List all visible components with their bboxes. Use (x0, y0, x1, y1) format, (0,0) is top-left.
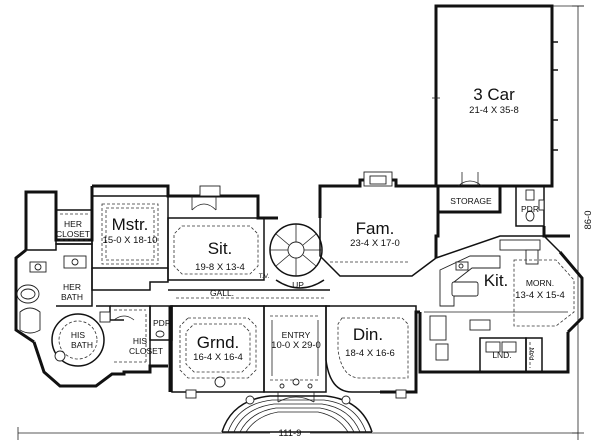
master-bedroom-label: Mstr. (112, 215, 149, 234)
his-closet-label-line2: CLOSET (129, 346, 163, 356)
laundry-pantry (435, 337, 543, 373)
gallery-label: GALL. (210, 288, 234, 298)
family-room (319, 171, 437, 277)
storage-label: STORAGE (450, 196, 492, 206)
her-bath-label-line1: HER (63, 282, 81, 292)
grand-room-dimension: 16-4 X 16-4 (193, 352, 243, 363)
his-bath (51, 305, 124, 367)
entry-steps (185, 389, 407, 433)
master-bedroom-dimension: 15-0 X 18-10 (103, 235, 158, 246)
dining-room (325, 305, 417, 393)
her-bath-label-line2: BATH (61, 292, 83, 302)
kitchen-label: Kit. (484, 271, 509, 290)
garage-label: 3 Car (473, 85, 515, 104)
garage-dimension: 21-4 X 35-8 (469, 105, 519, 116)
dimension-lines (17, 5, 598, 440)
her-bath (16, 243, 93, 334)
pantry-label: PAN (529, 347, 536, 360)
morning-room-dimension: 13-4 X 15-4 (515, 290, 565, 301)
overall-depth-dimension: 86-0 (583, 210, 594, 229)
entry-label: ENTRY (282, 330, 311, 340)
tv-label: T.V. (259, 273, 270, 280)
pdr-mid-label: PDR (153, 318, 171, 328)
pdr-top-label: PDR (521, 204, 539, 214)
gallery (168, 289, 330, 307)
dining-room-label: Din. (353, 325, 383, 344)
kitchen (424, 235, 568, 341)
her-closet-label-line1: HER (64, 219, 82, 229)
spiral-stair (269, 223, 325, 289)
entry-dimension: 10-0 X 29-0 (271, 340, 321, 351)
stair-up-label: UP (292, 280, 304, 290)
garage (432, 4, 558, 188)
dining-room-dimension: 18-4 X 16-6 (345, 348, 395, 359)
his-bath-label-line1: HIS (71, 330, 86, 340)
overall-width-dimension: 111-9 (279, 428, 302, 439)
sitting-room (167, 185, 265, 281)
his-closet-label-line1: HIS (133, 336, 148, 346)
his-bath-label-line2: BATH (71, 340, 93, 350)
morning-room-label: MORN. (526, 278, 554, 288)
sitting-room-label: Sit. (208, 239, 233, 258)
laundry-label: LND. (492, 350, 511, 360)
entry (263, 305, 327, 403)
storage-room (436, 172, 545, 227)
her-closet-label-line2: CLOSET (56, 229, 90, 239)
grand-room-label: Grnd. (197, 333, 240, 352)
family-room-dimension: 23-4 X 17-0 (350, 238, 400, 249)
room-labels: 3 Car 21-4 X 35-8 STORAGE PDR Fam. 23-4 … (56, 85, 594, 439)
sitting-room-dimension: 19-8 X 13-4 (195, 262, 245, 273)
morning-room (513, 235, 575, 327)
family-room-label: Fam. (356, 219, 395, 238)
